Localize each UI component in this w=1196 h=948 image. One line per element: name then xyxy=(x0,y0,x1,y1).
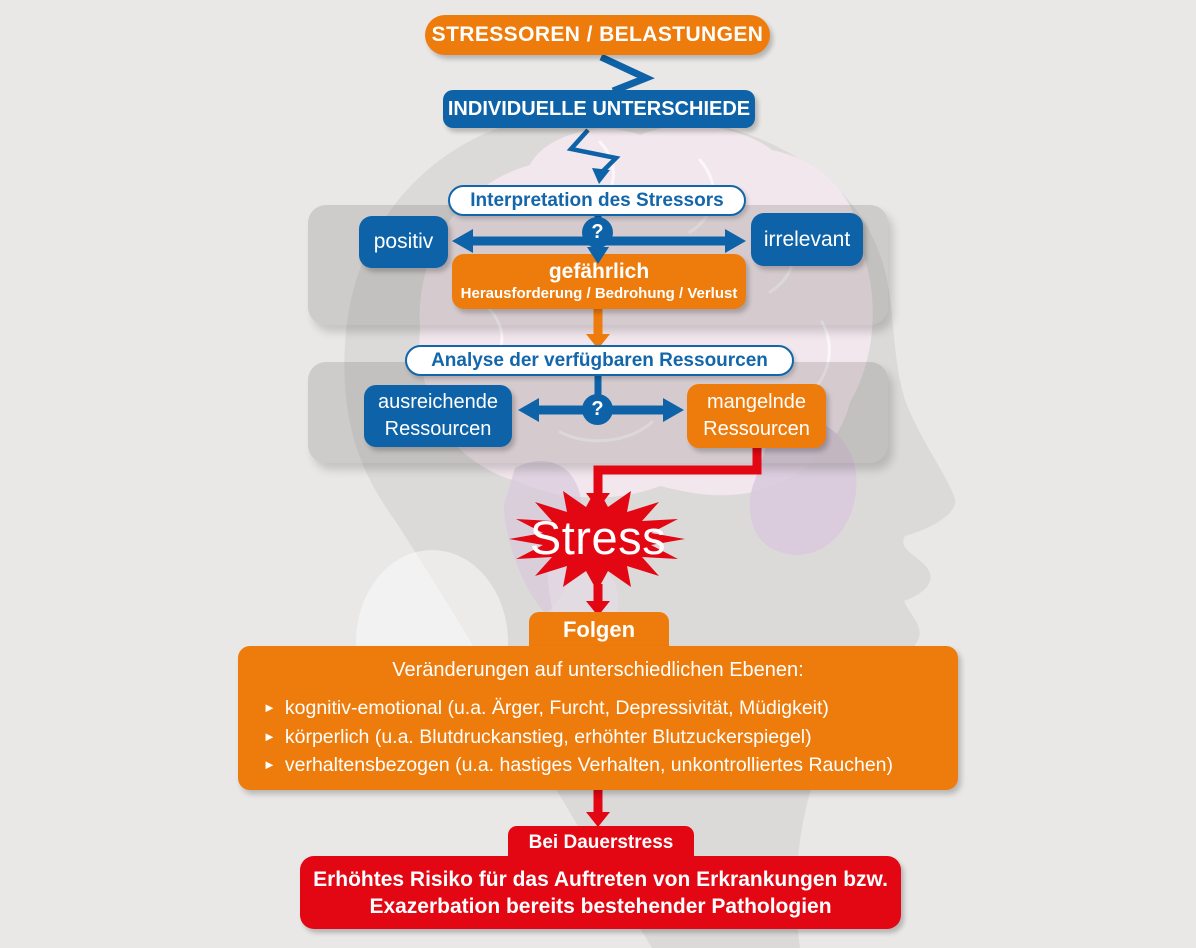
sufficient-line2: Ressourcen xyxy=(384,418,492,440)
stress-label: Stress xyxy=(529,511,667,564)
lacking-line1: mangelnde xyxy=(707,391,806,413)
folgen-tab: Folgen xyxy=(529,612,669,648)
zigzag-arrowhead xyxy=(592,168,610,184)
stress-elbow-arrowhead xyxy=(586,493,610,509)
analysis-pill: Analyse der verfügbaren Ressourcen xyxy=(405,345,794,376)
positiv-box: positiv xyxy=(359,216,448,268)
consequences-box: Veränderungen auf unterschiedlichen Eben… xyxy=(238,646,958,790)
question-badge-resources: ? xyxy=(582,394,613,425)
zigzag-connector-1 xyxy=(599,53,655,95)
interpretation-pill: Interpretation des Stressors xyxy=(448,185,746,216)
sufficient-resources-box: ausreichende Ressourcen xyxy=(364,385,512,447)
sufficient-line1: ausreichende xyxy=(377,391,499,413)
individual-differences-box: INDIVIDUELLE UNTERSCHIEDE xyxy=(443,90,755,128)
risk-box: Erhöhtes Risiko für das Auftreten von Er… xyxy=(300,856,901,929)
folgen-to-dauerstress-arrowhead xyxy=(586,812,610,827)
bullet-cognitive-text: kognitiv-emotional (u.a. Ärger, Furcht, … xyxy=(284,697,829,719)
consequences-title: Veränderungen auf unterschiedlichen Eben… xyxy=(392,659,804,681)
lacking-resources-box: mangelnde Ressourcen xyxy=(687,384,826,448)
gefaehrlich-subtitle: Herausforderung / Bedrohung / Verlust xyxy=(460,285,738,303)
bullet-marker-icon: ► xyxy=(263,700,276,715)
risk-line2: Exazerbation bereits bestehender Patholo… xyxy=(369,894,832,918)
consequences-list: ► kognitiv-emotional (u.a. Ärger, Furcht… xyxy=(238,695,958,781)
zigzag-connector-2 xyxy=(566,128,621,174)
bullet-physical-text: körperlich (u.a. Blutdruckanstieg, erhöh… xyxy=(284,725,812,748)
bullet-marker-icon: ► xyxy=(263,757,276,772)
irrelevant-box: irrelevant xyxy=(751,213,863,266)
risk-line1: Erhöhtes Risiko für das Auftreten von Er… xyxy=(313,867,888,891)
bullet-cognitive: ► kognitiv-emotional (u.a. Ärger, Furcht… xyxy=(263,695,958,724)
question-badge-interpretation: ? xyxy=(582,217,613,248)
gefaehrlich-box: gefährlich Herausforderung / Bedrohung /… xyxy=(452,254,746,309)
gefaehrlich-title: gefährlich xyxy=(548,260,650,284)
bullet-behavioral: ► verhaltensbezogen (u.a. hastiges Verha… xyxy=(263,752,958,781)
stressors-box: STRESSOREN / BELASTUNGEN xyxy=(425,15,770,55)
bullet-physical: ► körperlich (u.a. Blutdruckanstieg, erh… xyxy=(263,724,958,753)
lacking-line2: Ressourcen xyxy=(703,418,810,440)
bullet-marker-icon: ► xyxy=(263,728,276,744)
bullet-behavioral-text: verhaltensbezogen (u.a. hastiges Verhalt… xyxy=(284,754,894,776)
dauerstress-tab: Bei Dauerstress xyxy=(508,826,694,859)
